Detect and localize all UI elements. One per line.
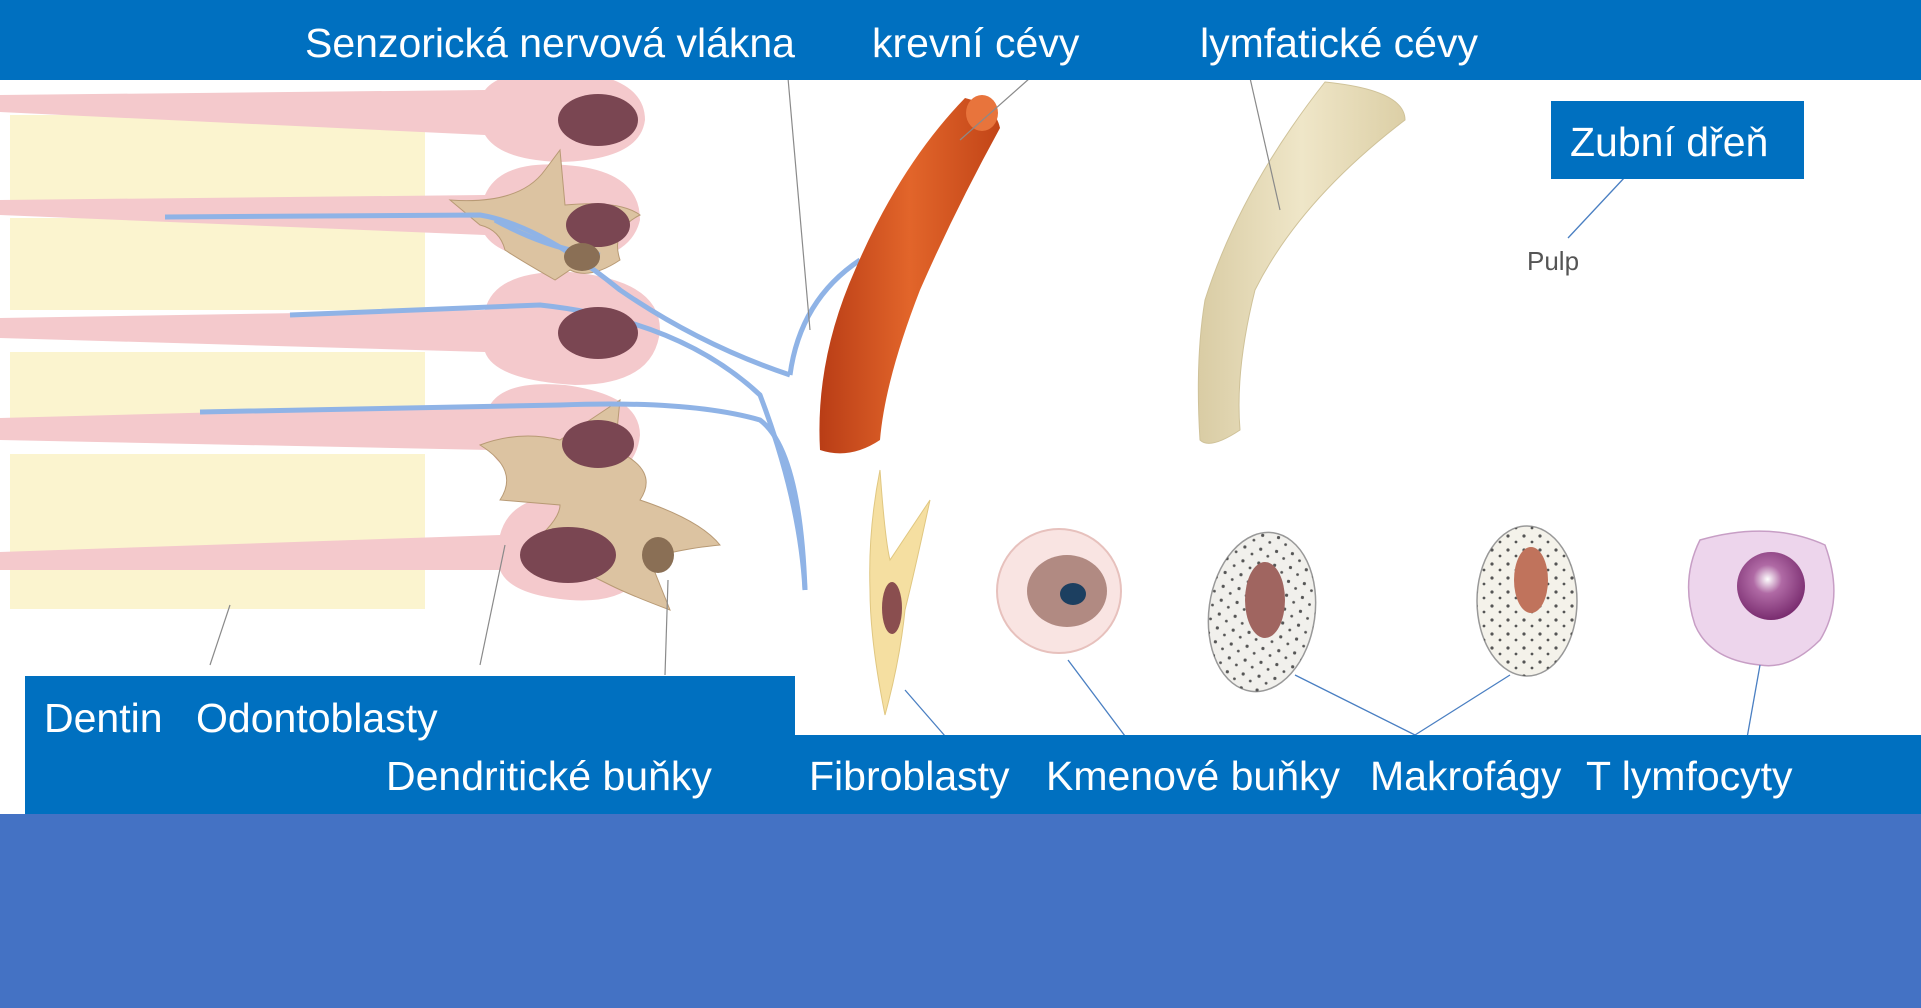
- leader-lines-blue: [905, 177, 1760, 738]
- label-odontoblasts: Odontoblasty: [196, 698, 438, 739]
- pulp-title: Zubní dřeň: [1570, 122, 1768, 163]
- t-lymphocyte-nucleus: [1737, 552, 1805, 620]
- label-dentin: Dentin: [44, 698, 163, 739]
- label-sensory-nerves: Senzorická nervová vlákna: [305, 23, 795, 64]
- label-fibroblasts: Fibroblasty: [809, 756, 1010, 797]
- stem-cell-nucleolus: [1060, 583, 1086, 605]
- macrophage-nucleus-2: [1514, 547, 1548, 613]
- blood-vessel: [819, 98, 1000, 453]
- lymph-vessel: [1198, 82, 1405, 443]
- label-lymph-vessels: lymfatické cévy: [1200, 23, 1478, 64]
- macrophage-nucleus-1: [1245, 562, 1285, 638]
- fibroblast-nucleus: [882, 582, 902, 634]
- pulp-caption: Pulp: [1527, 246, 1579, 277]
- blood-vessel-lumen: [966, 95, 998, 131]
- dentin-layer: [10, 115, 425, 609]
- label-dendritic-cells: Dendritické buňky: [386, 756, 712, 797]
- label-macrophages: Makrofágy: [1370, 756, 1561, 797]
- label-t-lymphocytes: T lymfocyty: [1586, 756, 1793, 797]
- label-blood-vessels: krevní cévy: [872, 23, 1079, 64]
- label-stem-cells: Kmenové buňky: [1046, 756, 1340, 797]
- footer-panel: [0, 814, 1921, 1008]
